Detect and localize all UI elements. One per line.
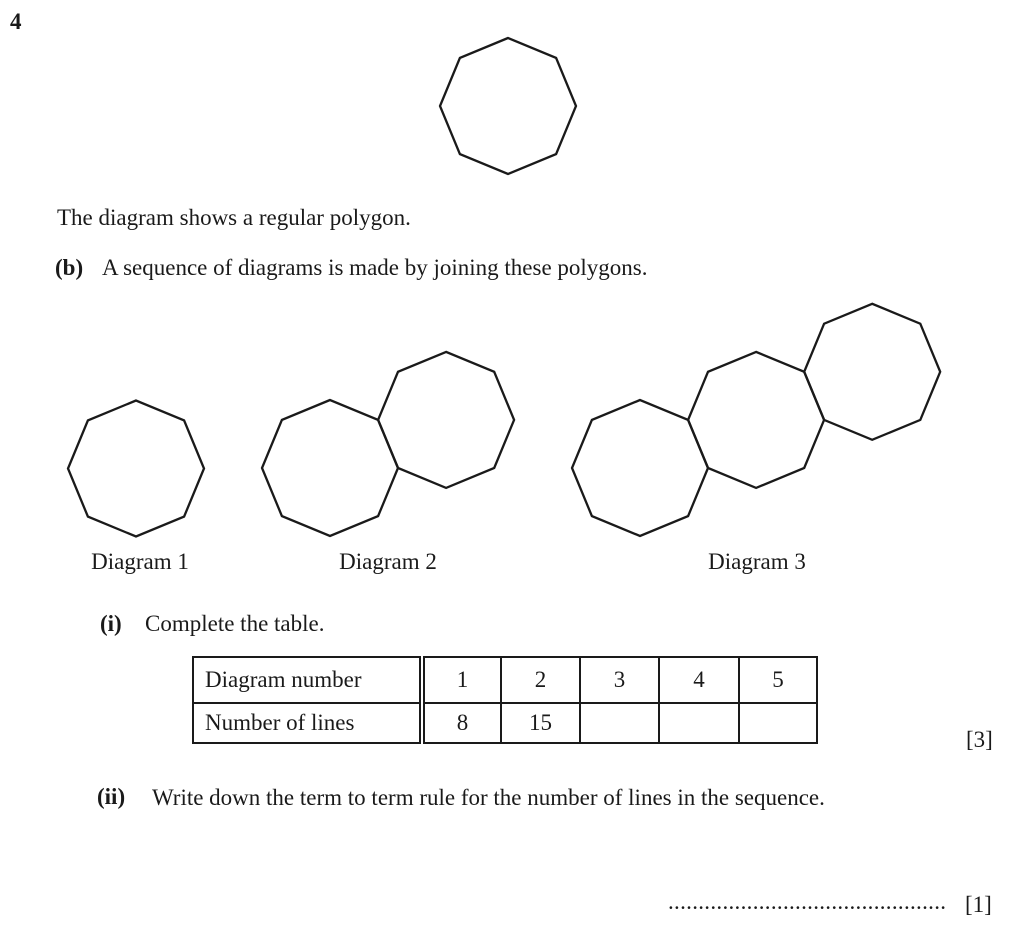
octagon xyxy=(802,302,942,442)
question-number: 4 xyxy=(10,9,22,34)
part-i-label: (i) xyxy=(100,611,122,636)
octagon xyxy=(66,399,206,538)
diagram-1-label: Diagram 1 xyxy=(91,549,189,574)
answer-cell-3[interactable] xyxy=(579,702,660,744)
diagram-number-cell-3: 3 xyxy=(579,656,660,704)
number-of-lines-cell-2: 15 xyxy=(500,702,581,744)
part-i-text: Complete the table. xyxy=(145,611,325,636)
part-b-label: (b) xyxy=(55,255,84,280)
octagon xyxy=(376,350,516,490)
part-ii-text: Write down the term to term rule for the… xyxy=(152,785,825,810)
diagram-number-cell-1: 1 xyxy=(421,656,502,704)
diagram-number-cell-4: 4 xyxy=(658,656,740,704)
part-b-text: A sequence of diagrams is made by joinin… xyxy=(102,255,648,280)
number-of-lines-cell-1: 8 xyxy=(421,702,502,744)
part-ii-marks: [1] xyxy=(965,892,992,917)
answer-cell-5[interactable] xyxy=(738,702,818,744)
table-row-diagram-number: Diagram number 1 2 3 4 5 xyxy=(192,656,818,704)
intro-text: The diagram shows a regular polygon. xyxy=(57,205,411,230)
answer-line[interactable]: ........................................… xyxy=(668,889,947,914)
table-row-number-of-lines: Number of lines 8 15 xyxy=(192,702,818,744)
row-header-diagram-number: Diagram number xyxy=(192,656,425,704)
diagram-number-cell-5: 5 xyxy=(738,656,818,704)
octagon xyxy=(570,398,710,538)
octagon xyxy=(260,398,400,538)
part-ii-label: (ii) xyxy=(97,784,126,809)
row-header-number-of-lines: Number of lines xyxy=(192,702,425,744)
answer-cell-4[interactable] xyxy=(658,702,740,744)
sequence-table: Diagram number 1 2 3 4 5 Number of lines… xyxy=(192,656,818,744)
diagram-3-label: Diagram 3 xyxy=(708,549,806,574)
diagram-number-cell-2: 2 xyxy=(500,656,581,704)
part-i-marks: [3] xyxy=(966,727,993,752)
octagon xyxy=(438,36,578,176)
octagon xyxy=(686,350,826,490)
diagram-2-label: Diagram 2 xyxy=(339,549,437,574)
